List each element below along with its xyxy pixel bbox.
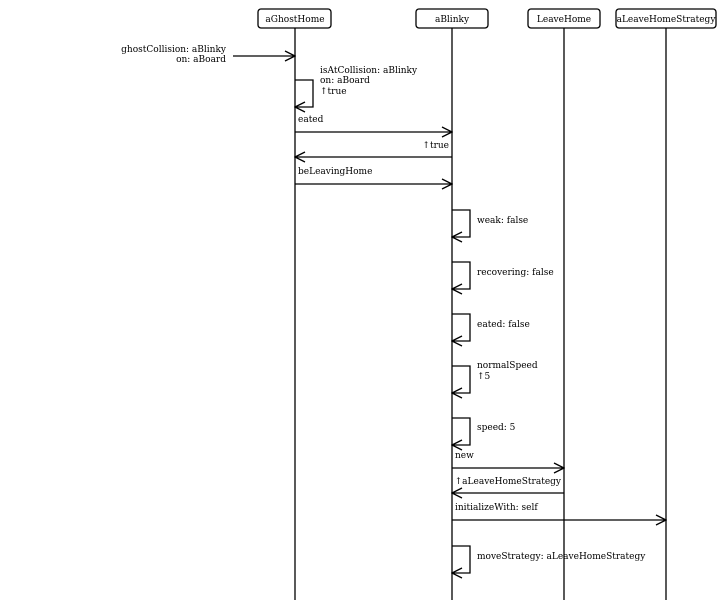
return-label-true: ↑true: [422, 141, 449, 151]
message-label-is-at-collision: on: aBoard: [320, 76, 370, 86]
self-call-arrow-speed: [452, 417, 471, 445]
participant-label: aBlinky: [435, 15, 470, 25]
self-call-arrow-move-strategy: [452, 545, 471, 573]
message-label-speed: speed: 5: [477, 423, 516, 433]
return-label-strategy: ↑aLeaveHomeStrategy: [455, 477, 562, 487]
message-label-new: new: [455, 451, 474, 461]
message-label-ghost-collision: ghostCollision: aBlinky: [121, 45, 227, 55]
message-label-normal-speed: normalSpeed: [477, 361, 538, 371]
participant-leavehome: LeaveHome: [527, 8, 601, 29]
participant-label: LeaveHome: [537, 15, 591, 25]
message-label-move-strategy: moveStrategy: aLeaveHomeStrategy: [477, 552, 646, 562]
participant-ablinky: aBlinky: [415, 8, 489, 29]
message-label-normal-speed: ↑5: [477, 372, 491, 382]
self-call-arrow-is-at-collision: [295, 79, 314, 107]
participant-label: aGhostHome: [265, 15, 324, 25]
self-call-arrow-eated-false: [452, 313, 471, 341]
self-call-arrow-normal-speed: [452, 365, 471, 393]
self-call-arrow-recovering: [452, 261, 471, 289]
message-label-recovering: recovering: false: [477, 268, 554, 278]
message-label-ghost-collision: on: aBoard: [176, 55, 226, 65]
message-label-eated-false: eated: false: [477, 320, 530, 330]
message-label-is-at-collision: isAtCollision: aBlinky: [320, 66, 418, 76]
message-label-eated: eated: [298, 115, 324, 125]
message-label-is-at-collision: ↑true: [320, 87, 347, 97]
message-label-initialize-with: initializeWith: self: [455, 503, 538, 513]
message-label-weak: weak: false: [477, 216, 528, 226]
participant-aleavehomestrategy: aLeaveHomeStrategy: [615, 8, 717, 29]
self-call-arrow-weak: [452, 209, 471, 237]
message-label-be-leaving-home: beLeavingHome: [298, 167, 372, 177]
participant-aghosthome: aGhostHome: [257, 8, 332, 29]
participant-label: aLeaveHomeStrategy: [617, 15, 717, 25]
